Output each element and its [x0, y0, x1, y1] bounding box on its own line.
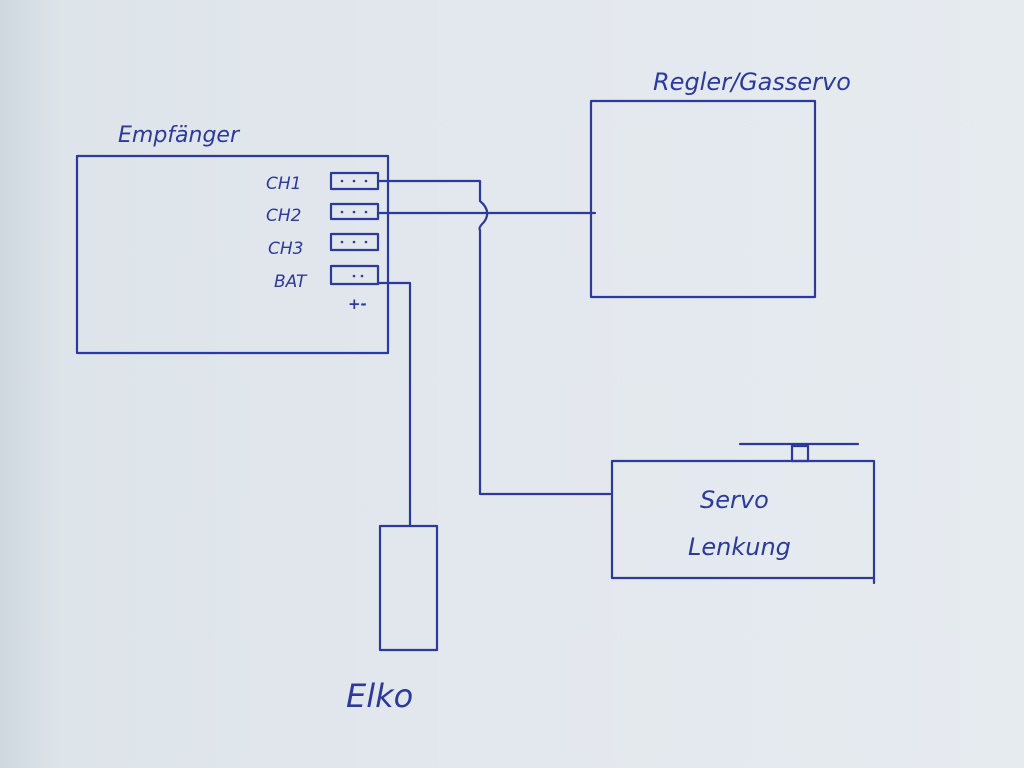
- capacitor-title: Elko: [346, 677, 413, 715]
- wire-ch1-servo: [376, 179, 612, 496]
- servo-box: [610, 459, 876, 585]
- channel-label-bat: BAT: [274, 272, 308, 292]
- channel-label-ch2: CH2: [266, 206, 301, 226]
- capacitor-box: [378, 524, 439, 652]
- connector-ch2: [329, 202, 380, 221]
- wire-bat-elko: [376, 281, 412, 527]
- servo: Servo Lenkung: [610, 442, 876, 585]
- esc-title: Regler/Gasservo: [653, 68, 851, 96]
- connector-ch1: [329, 171, 380, 191]
- receiver: Empfänger CH1 CH2 CH3 BAT +-: [75, 123, 390, 355]
- channel-label-ch3: CH3: [268, 239, 303, 259]
- capacitor: Elko: [346, 524, 439, 715]
- servo-label-1: Servo: [700, 486, 769, 514]
- receiver-title: Empfänger: [118, 123, 241, 148]
- esc: Regler/Gasservo: [589, 68, 851, 299]
- channel-label-ch1: CH1: [266, 174, 301, 194]
- servo-label-2: Lenkung: [688, 533, 791, 561]
- polarity-label: +-: [348, 295, 367, 313]
- servo-shaft: [790, 444, 810, 463]
- connector-bat: [329, 264, 380, 286]
- receiver-box: [75, 154, 390, 355]
- esc-box: [589, 99, 817, 299]
- connector-ch3: [329, 232, 380, 252]
